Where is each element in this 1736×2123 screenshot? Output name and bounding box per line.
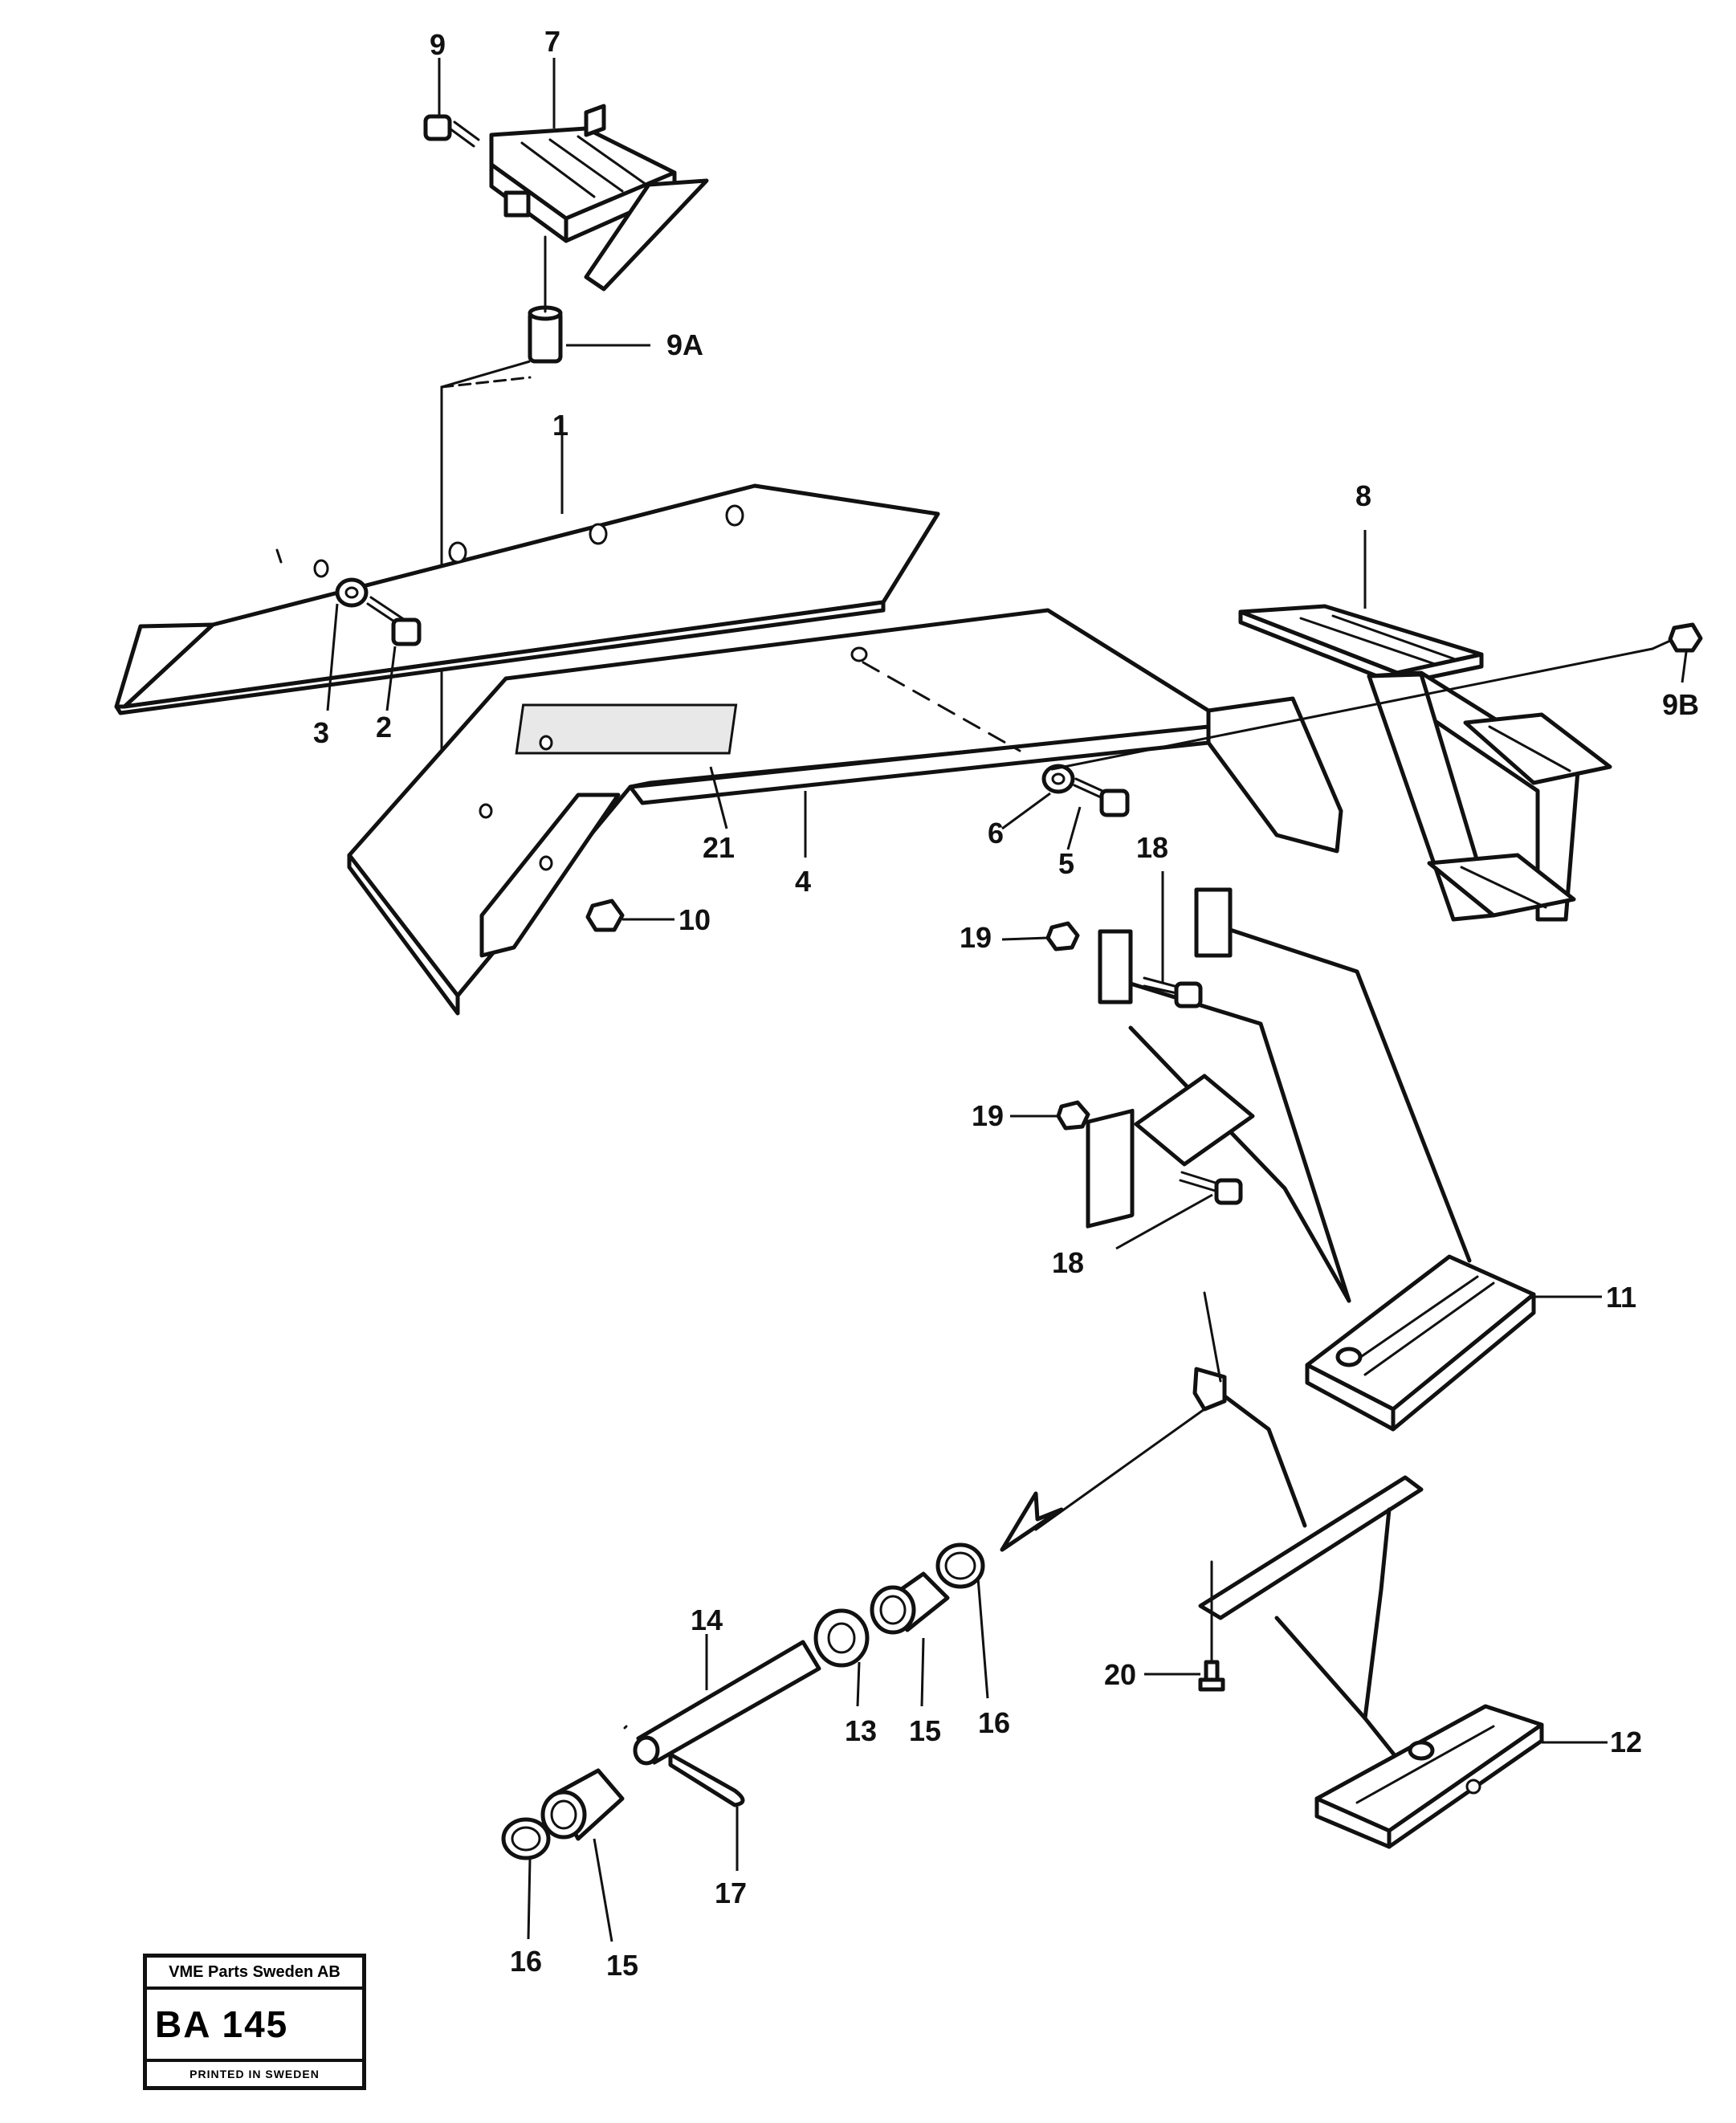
label-18-upper: 18: [1136, 831, 1168, 864]
part-14-pin: [623, 1640, 821, 1766]
part-7-step: [489, 104, 709, 291]
label-16-left: 16: [510, 1945, 542, 1978]
label-15-left: 15: [606, 1949, 638, 1982]
label-9: 9: [430, 28, 446, 61]
part-8-double-step: [1238, 604, 1612, 922]
part-16-washer-right: [935, 1542, 985, 1589]
part-10-nut: [585, 899, 625, 932]
label-6: 6: [988, 817, 1004, 850]
part-9-bolt: [423, 114, 480, 148]
label-9b: 9B: [1662, 688, 1699, 721]
title-block: VME Parts Sweden AB BA 145 PRINTED IN SW…: [143, 1954, 366, 2090]
part-12-pivot-step: [1192, 1367, 1544, 1849]
label-19-upper: 19: [960, 921, 992, 954]
part-9a-spacer: [528, 305, 563, 364]
label-15-right: 15: [909, 1714, 941, 1747]
part-17-cotter-pin: [668, 1752, 745, 1807]
label-3: 3: [313, 716, 329, 749]
label-20: 20: [1104, 1658, 1136, 1691]
label-18-lower: 18: [1052, 1246, 1084, 1279]
part-13-bushing: [813, 1608, 870, 1668]
part-9b-nut: [1651, 622, 1703, 653]
part-2-bolt: [366, 596, 422, 646]
label-10: 10: [679, 903, 711, 936]
part-19-nut-lower: [1056, 1100, 1090, 1131]
part-6-washer: [1041, 764, 1075, 794]
label-16-right: 16: [978, 1706, 1010, 1739]
part-15-bushing-left: [540, 1768, 625, 1841]
part-15-bushing-right: [870, 1571, 950, 1635]
part-11-step: [1086, 887, 1536, 1432]
label-4: 4: [795, 865, 811, 898]
company-name: VME Parts Sweden AB: [147, 1958, 362, 1990]
part-1-panel: [114, 483, 940, 715]
part-16-washer-left: [501, 1817, 551, 1860]
part-20-pin: [1198, 1660, 1225, 1692]
label-8: 8: [1355, 479, 1371, 512]
label-2: 2: [376, 711, 392, 744]
part-19-nut-upper: [1045, 921, 1080, 951]
label-12: 12: [1610, 1726, 1642, 1758]
label-9a: 9A: [666, 328, 703, 361]
label-13: 13: [845, 1714, 877, 1747]
label-21: 21: [703, 831, 735, 864]
label-7: 7: [544, 25, 560, 58]
label-19-lower: 19: [972, 1099, 1004, 1132]
label-14: 14: [691, 1603, 723, 1636]
label-1: 1: [552, 409, 568, 442]
part-18-bolt-lower: [1179, 1171, 1243, 1205]
drawing-code: BA 145: [147, 1990, 362, 2062]
label-17: 17: [715, 1876, 747, 1909]
label-5: 5: [1058, 847, 1074, 880]
part-5-bolt: [1073, 777, 1130, 817]
printed-note: PRINTED IN SWEDEN: [189, 2068, 320, 2080]
part-3-washer: [335, 577, 369, 608]
label-11: 11: [1606, 1281, 1636, 1314]
part-4-fender: [347, 608, 1343, 1016]
